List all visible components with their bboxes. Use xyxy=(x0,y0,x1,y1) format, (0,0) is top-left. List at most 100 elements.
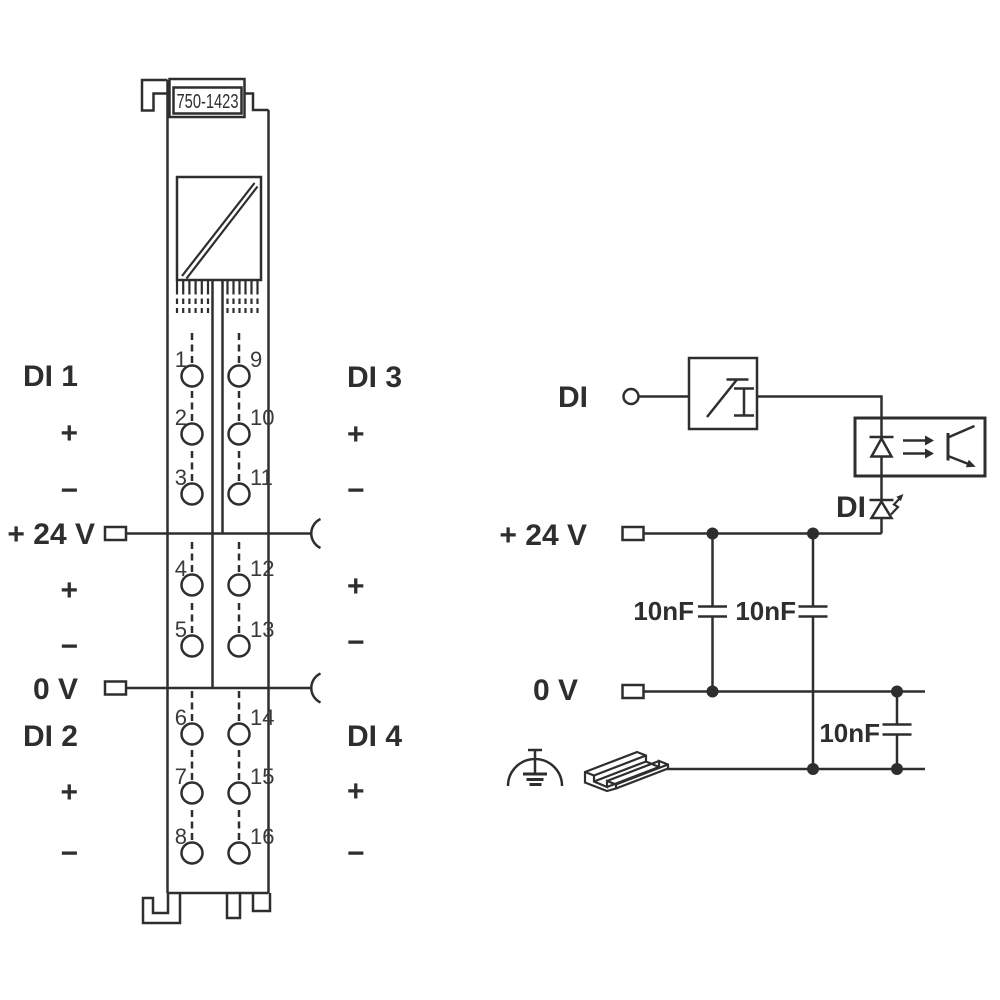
optocoupler-icon xyxy=(853,416,987,478)
terminal-15: 15 xyxy=(227,750,274,805)
label-di3: DI 3 xyxy=(347,361,402,394)
top-right-step xyxy=(244,92,269,112)
label-0v: 0 V xyxy=(33,673,78,706)
column-divider xyxy=(211,280,224,688)
part-number-plate: 750-1423 xyxy=(168,77,246,119)
terminal-number: 4 xyxy=(175,556,187,581)
wire-connector-0v-icon xyxy=(103,680,128,696)
power-rail-24v xyxy=(103,517,322,550)
terminal-7: 7 xyxy=(175,750,204,805)
terminal-2: 2 xyxy=(175,391,204,446)
terminal-4: 4 xyxy=(175,542,204,597)
light-flash-icon xyxy=(890,494,904,516)
terminal-number: 7 xyxy=(175,764,187,789)
terminal-number: 16 xyxy=(250,824,274,849)
bottom-left-foot xyxy=(141,893,182,925)
terminal-number: 9 xyxy=(250,347,262,372)
input-circuit-schematic: DI xyxy=(499,356,987,793)
earth-ground-icon xyxy=(506,748,564,787)
top-left-hook xyxy=(140,78,168,112)
terminal-number: 5 xyxy=(175,617,187,642)
terminal-16: 16 xyxy=(227,810,274,865)
input-terminal-icon xyxy=(622,387,640,406)
terminal-number: 2 xyxy=(175,405,187,430)
wire-connector-icon xyxy=(621,683,645,700)
status-led-icon xyxy=(869,494,904,520)
junction-dot xyxy=(807,763,819,775)
label-minus: − xyxy=(347,474,365,507)
power-jumper-contact-0v-icon xyxy=(310,672,322,704)
label-minus: − xyxy=(60,474,78,507)
wire-connector-24v-icon xyxy=(103,525,128,542)
terminal-10: 10 xyxy=(227,391,274,446)
power-jumper-contact-24v-icon xyxy=(310,517,322,550)
label-plus: + xyxy=(60,574,78,607)
terminal-number: 11 xyxy=(250,465,273,490)
power-rail-0v xyxy=(103,672,322,704)
terminal-number: 13 xyxy=(250,617,274,642)
module-labels-left: DI 1 + − + 24 V + − 0 V DI 2 + − xyxy=(7,360,95,870)
terminal-number: 10 xyxy=(250,405,274,430)
terminal-module: 750-1423 xyxy=(7,77,402,925)
capacitor-1-label: 10nF xyxy=(633,596,694,626)
terminal-number: 3 xyxy=(175,465,187,490)
electronics-symbol-icon xyxy=(175,175,263,282)
junction-dot xyxy=(706,685,719,698)
led-triangle xyxy=(869,435,894,458)
led-di-label: DI xyxy=(836,491,866,524)
terminal-number: 14 xyxy=(250,705,274,730)
terminal-6: 6 xyxy=(175,691,204,746)
terminal-11: 11 xyxy=(227,451,273,506)
junction-dot xyxy=(891,763,903,775)
wire-connector-icon xyxy=(621,525,645,542)
module-outline xyxy=(140,78,272,925)
rail-0v xyxy=(621,683,925,700)
capacitor-1-icon xyxy=(698,533,727,692)
label-minus: − xyxy=(347,837,365,870)
module-labels-right: DI 3 + − + − DI 4 + − xyxy=(347,361,402,870)
terminal-number: 6 xyxy=(175,705,187,730)
schematic-0v-label: 0 V xyxy=(533,674,578,707)
capacitor-3-icon xyxy=(882,691,912,769)
terminal-number: 15 xyxy=(250,764,274,789)
wire xyxy=(757,395,883,418)
terminal-number: 12 xyxy=(250,556,274,581)
terminal-9: 9 xyxy=(227,333,262,388)
bottom-right-foot xyxy=(251,893,272,913)
terminal-1: 1 xyxy=(175,333,204,388)
label-di1: DI 1 xyxy=(23,360,78,393)
label-plus: + xyxy=(60,417,78,450)
capacitor-2-label: 10nF xyxy=(735,596,796,626)
terminal-3: 3 xyxy=(175,451,204,506)
bottom-middle-foot xyxy=(225,893,242,920)
phototransistor-icon xyxy=(946,424,976,468)
terminal-column-right: 9 10 11 12 13 14 xyxy=(227,333,274,865)
terminal-13: 13 xyxy=(227,603,274,658)
din-rail-icon xyxy=(583,750,670,793)
terminal-8: 8 xyxy=(175,810,204,865)
label-plus: + xyxy=(347,570,365,603)
schematic-di-label: DI xyxy=(558,381,588,414)
capacitor-3-label: 10nF xyxy=(819,718,880,748)
terminal-5: 5 xyxy=(175,603,204,658)
light-emission-arrows-icon xyxy=(903,435,934,459)
schematic-24v-label: + 24 V xyxy=(499,519,587,552)
label-di2: DI 2 xyxy=(23,720,78,753)
label-plus: + xyxy=(347,418,365,451)
label-plus: + xyxy=(347,775,365,808)
bus-contacts-hatch xyxy=(175,280,259,313)
part-number-label: 750-1423 xyxy=(177,91,239,113)
label-minus: − xyxy=(60,630,78,663)
input-filter-icon xyxy=(687,356,759,431)
rail-24v xyxy=(621,525,882,542)
terminal-column-left: 1 2 3 4 5 6 7 xyxy=(175,333,204,865)
terminal-number: 1 xyxy=(175,347,187,372)
label-24v: + 24 V xyxy=(7,518,95,551)
terminal-12: 12 xyxy=(227,542,274,597)
label-minus: − xyxy=(347,626,365,659)
label-minus: − xyxy=(60,837,78,870)
terminal-number: 8 xyxy=(175,824,187,849)
label-plus: + xyxy=(60,776,78,809)
